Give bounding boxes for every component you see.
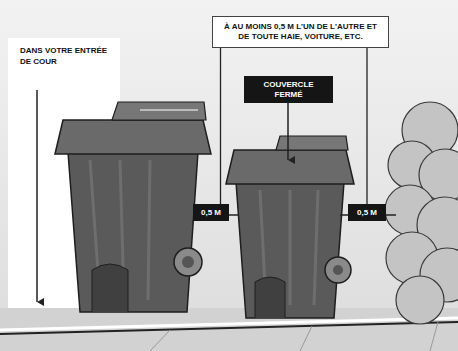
bin-small <box>226 136 354 318</box>
node-text: 0,5 M <box>201 208 221 218</box>
node-text: 0,5 M <box>357 208 377 218</box>
bin-large <box>55 102 211 312</box>
dimension-tag: 0,5 M <box>348 204 386 221</box>
hedge <box>385 102 458 324</box>
dimension-tag: 0,5 M <box>193 204 229 221</box>
leader-line <box>220 48 221 204</box>
leader-line <box>367 48 368 204</box>
lid-arrow <box>287 100 289 160</box>
driveway-arrow <box>36 90 38 302</box>
ground <box>0 308 458 351</box>
location-note: DANS VOTRE ENTRÉE DE COUR <box>20 46 110 68</box>
node-text: COUVERCLE FERMÉ <box>249 80 328 99</box>
callout-tag: COUVERCLE FERMÉ <box>244 76 333 103</box>
node-text: À AU MOINS 0,5 M L'UN DE L'AUTRE ET DE T… <box>219 22 382 43</box>
callout-box: À AU MOINS 0,5 M L'UN DE L'AUTRE ET DE T… <box>212 16 389 48</box>
